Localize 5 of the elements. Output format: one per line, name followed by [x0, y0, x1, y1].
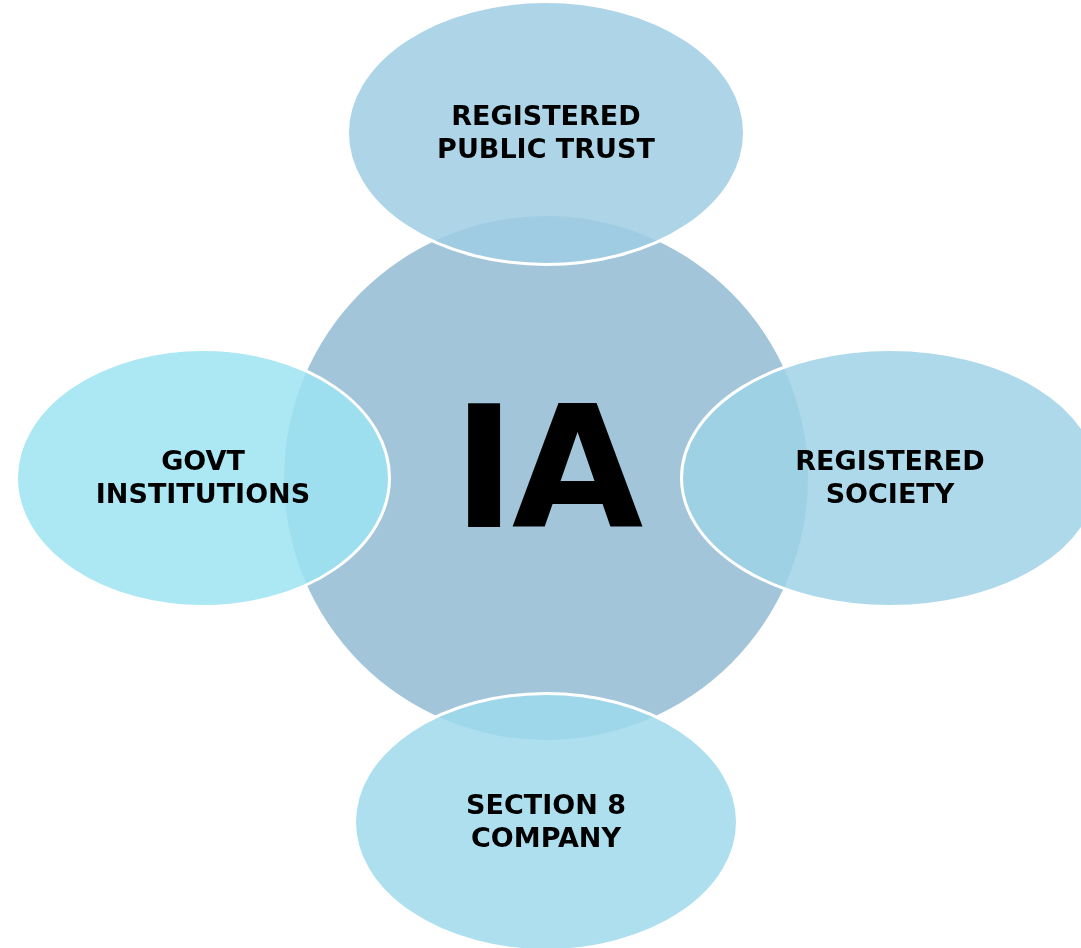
- center-label: IA: [451, 383, 643, 553]
- oval-label: SECTION 8 COMPANY: [465, 789, 627, 855]
- oval-label: REGISTERED SOCIETY: [794, 445, 986, 511]
- oval-label: REGISTERED PUBLIC TRUST: [436, 100, 656, 166]
- oval-label: GOVT INSTITUTIONS: [94, 445, 312, 511]
